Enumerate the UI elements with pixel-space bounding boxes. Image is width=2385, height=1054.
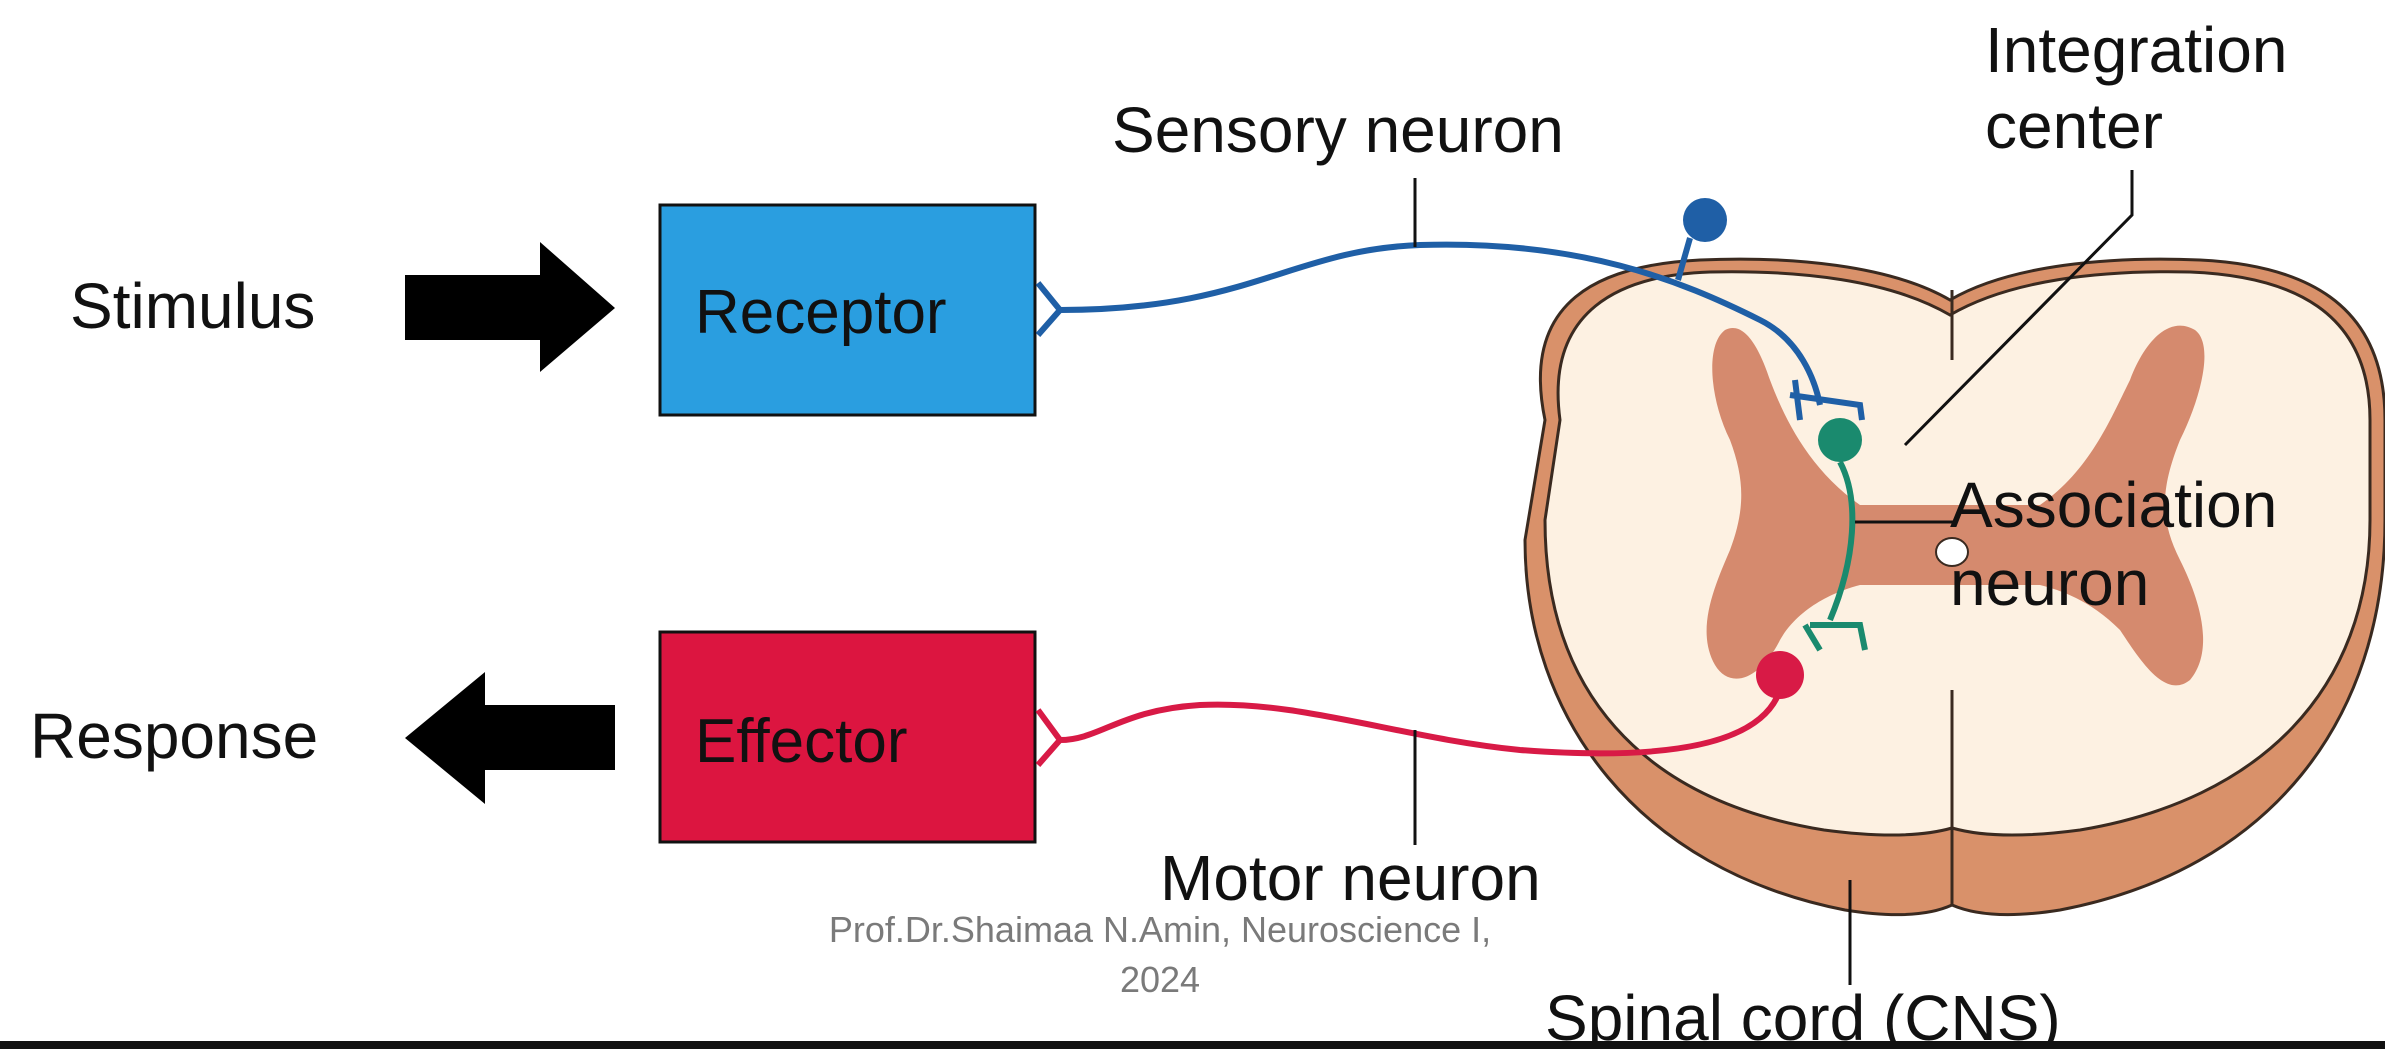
stimulus-arrow-icon — [405, 242, 615, 372]
slide-footer: Prof.Dr.Shaimaa N.Amin, Neuroscience I, … — [720, 905, 1600, 1005]
sensory-neuron-label: Sensory neuron — [1112, 94, 1564, 166]
spinal-cord-label: Spinal cord (CNS) — [1545, 982, 2061, 1049]
footer-line-1: Prof.Dr.Shaimaa N.Amin, Neuroscience I, — [720, 905, 1600, 955]
integration-center-label-1: Integration — [1985, 14, 2287, 86]
bottom-border — [0, 1041, 2385, 1049]
association-neuron-label-1: Association — [1950, 469, 2277, 541]
sensory-ganglion-icon — [1683, 198, 1727, 242]
integration-center-label-2: center — [1985, 90, 2163, 162]
receptor-label: Receptor — [695, 278, 947, 347]
footer-line-2: 2024 — [720, 955, 1600, 1005]
response-label: Response — [30, 700, 318, 772]
effector-label: Effector — [695, 707, 908, 776]
stimulus-label: Stimulus — [70, 270, 315, 342]
motor-neuron-label: Motor neuron — [1160, 842, 1541, 914]
response-arrow-icon — [405, 672, 615, 804]
association-neuron-body-icon — [1818, 418, 1862, 462]
association-neuron-label-2: neuron — [1950, 547, 2149, 619]
